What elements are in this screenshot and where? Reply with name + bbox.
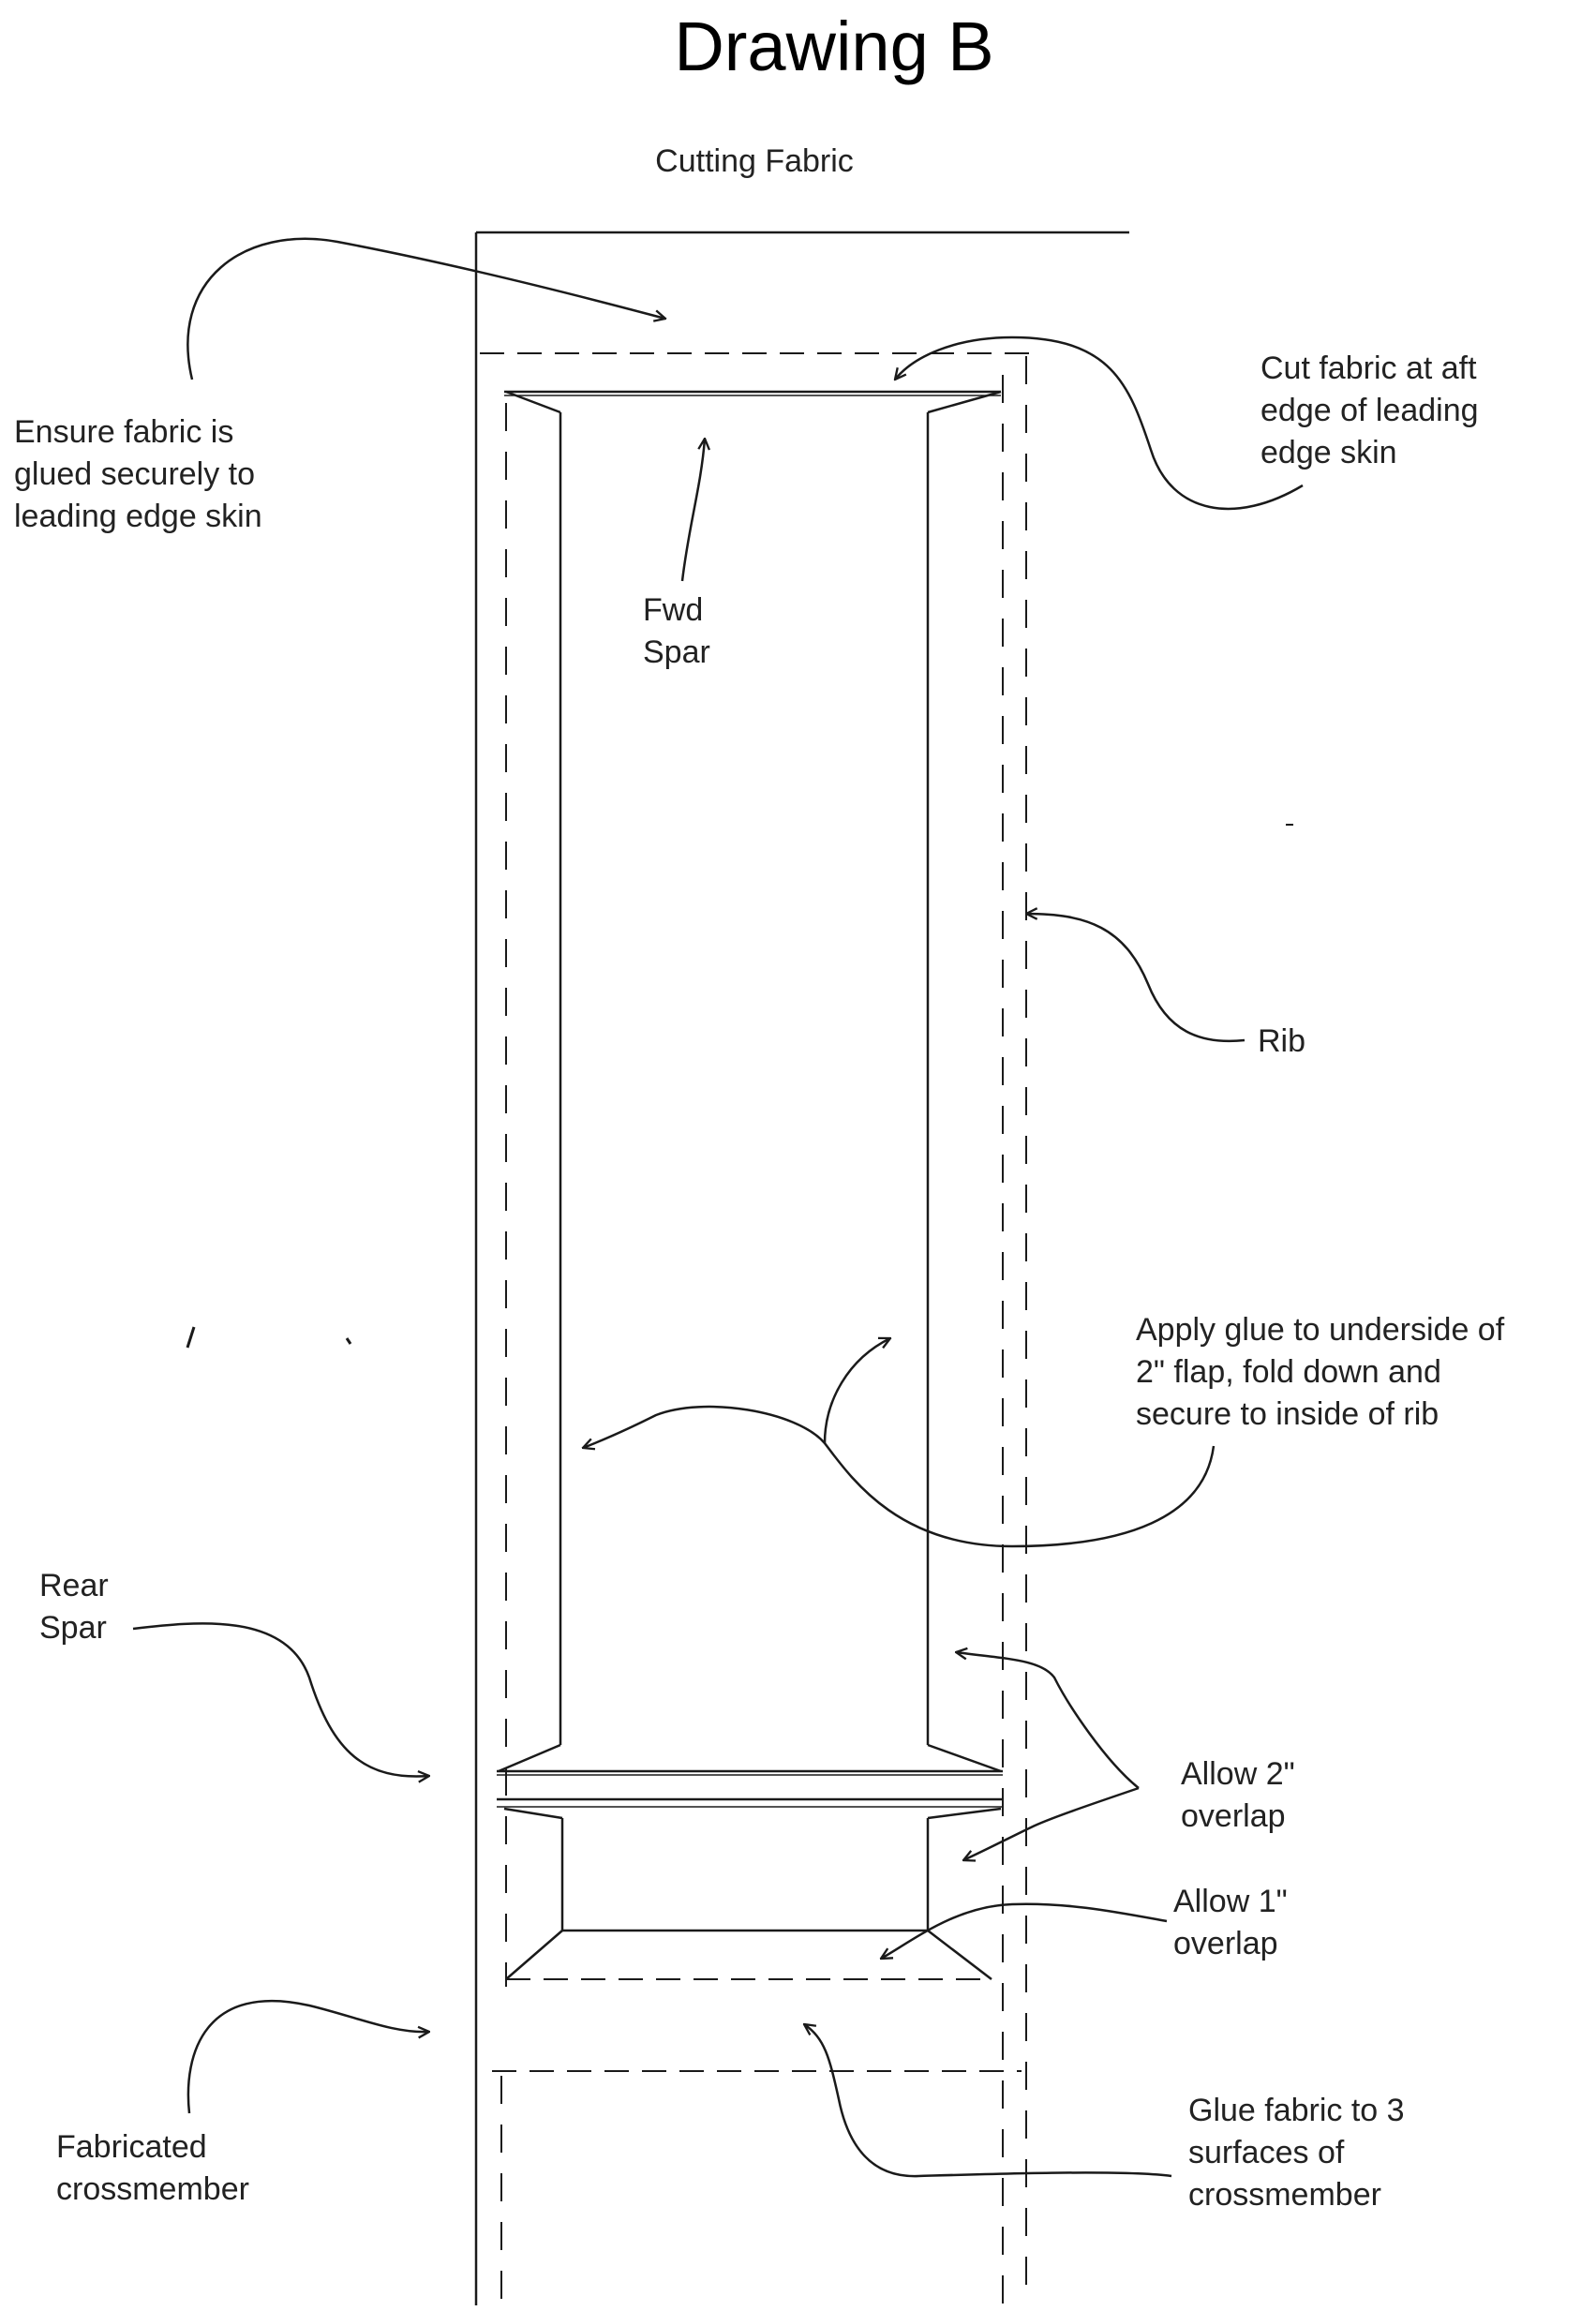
callout-apply-glue: Apply glue to underside of 2" flap, fold… — [1136, 1312, 1505, 1432]
allow-2-line-2: overlap — [1181, 1798, 1286, 1834]
right-flap-top-diag — [927, 390, 1002, 414]
arrow-rib — [1026, 914, 1245, 1043]
cut-fabric-line-3: edge skin — [1260, 435, 1397, 470]
rib-label: Rib — [1258, 1023, 1305, 1059]
crossmember-right-diag-top — [927, 1807, 1002, 1820]
fabricated-crossmember-line-2: crossmember — [56, 2171, 249, 2207]
apply-glue-line-1: Apply glue to underside of — [1136, 1312, 1505, 1348]
callout-fabricated-crossmember: Fabricated crossmember — [56, 2129, 249, 2207]
left-flap-top-diag — [505, 390, 561, 414]
left-flap-bottom-diag — [498, 1743, 561, 1773]
leader-arrows — [132, 237, 1304, 2178]
arrow-fabricated-crossmember — [186, 1999, 429, 2114]
fwd-spar-line-2: Spar — [643, 634, 710, 670]
arrow-glue-fabric — [804, 2024, 1172, 2178]
arrow-fwd-spar — [680, 439, 705, 582]
allow-2-line-1: Allow 2" — [1181, 1756, 1295, 1792]
callout-allow-2: Allow 2" overlap — [1181, 1756, 1295, 1834]
crossmember-left-diag-bottom — [505, 1930, 563, 1980]
fwd-spar-line-1: Fwd — [643, 592, 703, 628]
arrow-ensure-glued — [186, 237, 665, 380]
ensure-glued-line-2: glued securely to — [14, 456, 255, 492]
ensure-glued-line-3: leading edge skin — [14, 499, 262, 534]
scan-specks — [186, 824, 1293, 1349]
crossmember-left-diag-top — [503, 1807, 563, 1820]
callout-fwd-spar: Fwd Spar — [643, 592, 710, 670]
fabricated-crossmember-line-1: Fabricated — [56, 2129, 207, 2165]
callout-rib: Rib — [1258, 1023, 1305, 1059]
ensure-glued-line-1: Ensure fabric is — [14, 414, 233, 450]
allow-1-line-2: overlap — [1173, 1926, 1278, 1961]
glue-fabric-line-2: surfaces of — [1188, 2135, 1345, 2170]
allow-1-line-1: Allow 1" — [1173, 1884, 1288, 1919]
arrow-allow2-lower — [963, 1786, 1140, 1860]
cut-fabric-line-2: edge of leading — [1260, 393, 1479, 428]
glue-fabric-line-3: crossmember — [1188, 2177, 1381, 2213]
crossmember-right-diag-bottom — [927, 1930, 992, 1980]
arrow-apply-glue-right — [823, 1338, 890, 1444]
rear-spar-line-1: Rear — [39, 1568, 109, 1603]
cut-fabric-line-1: Cut fabric at aft — [1260, 350, 1477, 386]
glue-fabric-line-1: Glue fabric to 3 — [1188, 2093, 1405, 2128]
structure-lines — [474, 231, 1129, 2305]
callout-ensure-glued: Ensure fabric is glued securely to leadi… — [14, 414, 262, 534]
right-flap-bottom-diag — [927, 1743, 1002, 1773]
arrow-cut-fabric — [895, 335, 1304, 511]
callout-rear-spar: Rear Spar — [39, 1568, 109, 1646]
arrow-allow1 — [881, 1902, 1168, 1959]
drawing-subtitle: Cutting Fabric — [655, 143, 854, 179]
apply-glue-line-2: 2" flap, fold down and — [1136, 1354, 1441, 1390]
speck-2 — [345, 1337, 352, 1345]
callout-cut-fabric: Cut fabric at aft edge of leading edge s… — [1260, 350, 1479, 470]
arrow-apply-glue-left — [583, 1405, 1216, 1548]
callout-glue-fabric: Glue fabric to 3 surfaces of crossmember — [1188, 2093, 1405, 2213]
callout-allow-1: Allow 1" overlap — [1173, 1884, 1288, 1961]
drawing-title: Drawing B — [674, 7, 993, 85]
arrow-rear-spar — [132, 1622, 429, 1776]
arrow-allow2-upper — [956, 1652, 1140, 1789]
rear-spar-line-2: Spar — [39, 1610, 107, 1646]
apply-glue-line-3: secure to inside of rib — [1136, 1396, 1439, 1432]
speck-1 — [186, 1326, 196, 1349]
